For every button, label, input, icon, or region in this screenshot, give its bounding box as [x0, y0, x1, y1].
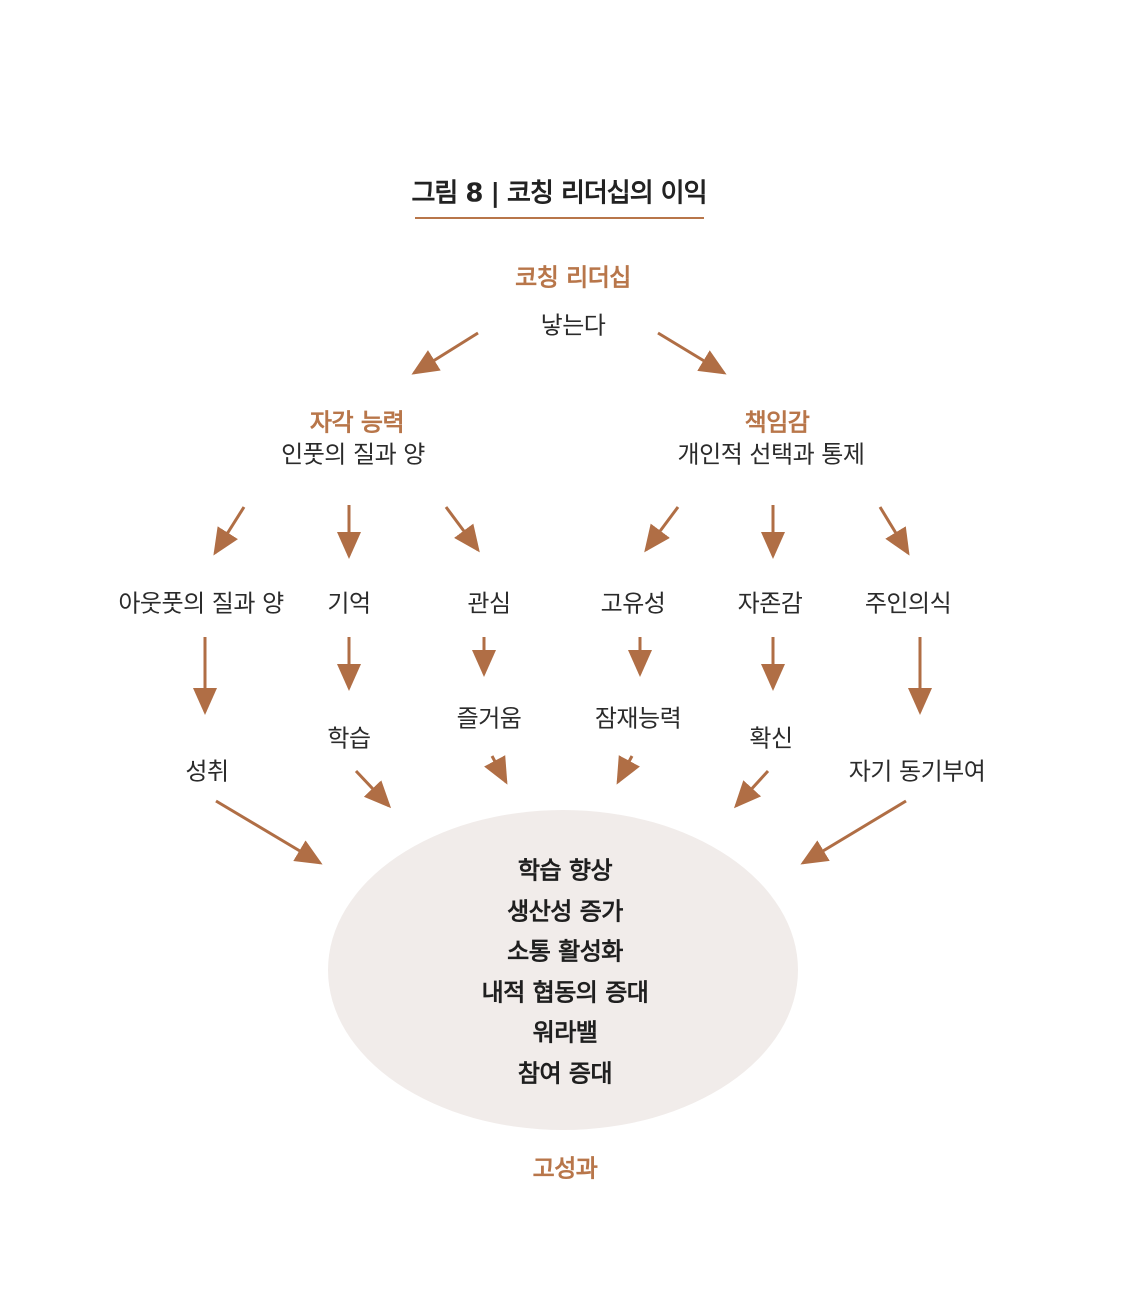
row1-interest: 관심	[467, 589, 511, 618]
awareness-label: 자각 능력	[309, 408, 405, 437]
row2-confidence: 확신	[749, 724, 793, 753]
arrow-root-to-responsibility	[657, 331, 727, 375]
responsibility-label: 책임감	[744, 408, 810, 437]
arrow-joy-to-outcome	[484, 755, 508, 785]
outcome-communication: 소통 활성화	[507, 937, 623, 966]
row2-achievement: 성취	[185, 757, 229, 786]
row1-ownership: 주인의식	[864, 589, 952, 618]
outcome-work-life-balance: 워라밸	[532, 1018, 598, 1047]
row1-memory: 기억	[327, 589, 371, 618]
figure-title: 그림 8 | 코칭 리더십의 이익	[411, 178, 707, 209]
root-sub: 낳는다	[540, 311, 606, 340]
outcome-productivity: 생산성 증가	[507, 897, 623, 926]
high-performance-label: 고성과	[532, 1154, 598, 1183]
row2-learning: 학습	[327, 724, 371, 753]
outcome-engagement: 참여 증대	[517, 1059, 613, 1088]
arrow-awareness-to-output	[213, 506, 246, 556]
row1-uniqueness: 고유성	[600, 589, 666, 618]
outcome-learning: 학습 향상	[517, 856, 613, 885]
outcome-ellipse	[328, 810, 798, 1130]
arrow-learning-to-outcome	[354, 769, 392, 809]
row2-motivation: 자기 동기부여	[848, 757, 986, 786]
arrow-root-to-awareness	[411, 331, 479, 375]
title-underline	[415, 217, 704, 219]
arrow-confidence-to-outcome	[733, 769, 770, 809]
arrow-motivation-to-outcome	[800, 799, 907, 865]
arrow-responsibility-to-uniqueness	[644, 506, 680, 553]
row1-self-esteem: 자존감	[737, 589, 803, 618]
responsibility-sub: 개인적 선택과 통제	[677, 440, 865, 469]
awareness-sub: 인풋의 질과 양	[281, 440, 425, 469]
row2-potential: 잠재능력	[594, 704, 682, 733]
arrow-responsibility-to-ownership	[878, 506, 910, 556]
root-label: 코칭 리더십	[515, 263, 631, 292]
arrow-potential-to-outcome	[616, 755, 640, 785]
arrow-awareness-to-interest	[444, 506, 480, 553]
row1-output: 아웃풋의 질과 양	[118, 589, 284, 618]
outcome-cooperation: 내적 협동의 증대	[481, 978, 649, 1007]
row2-joy: 즐거움	[456, 704, 522, 733]
arrow-achievement-to-outcome	[215, 799, 323, 865]
